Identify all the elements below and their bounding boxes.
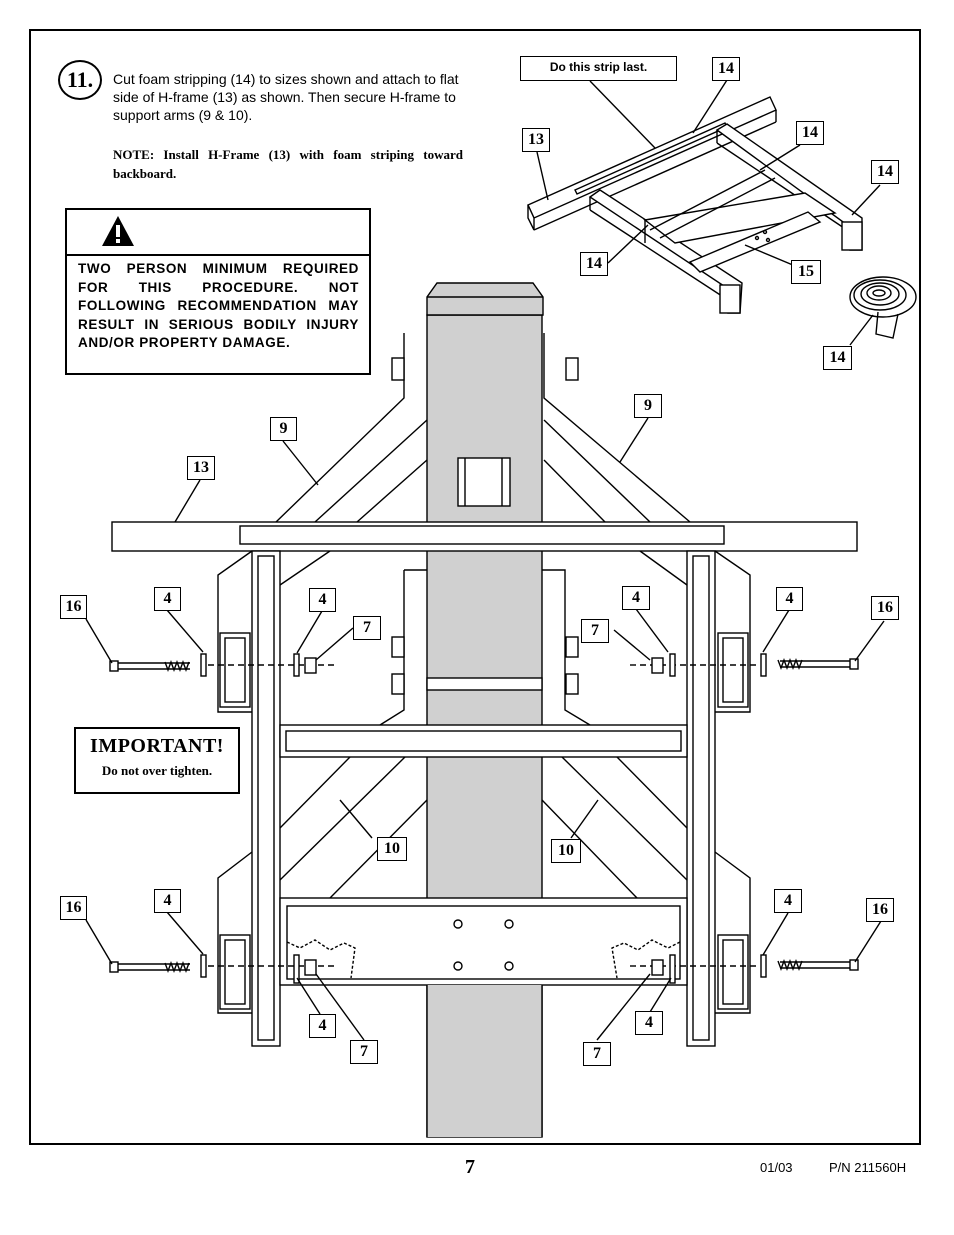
- h-frame-middle-bar: [279, 724, 688, 758]
- callout-4: 4: [622, 586, 650, 610]
- callout-4: 4: [154, 889, 181, 913]
- callout-4: 4: [154, 587, 181, 611]
- h-frame-left-leg: [251, 550, 281, 1047]
- foam-strip-top: [239, 525, 725, 545]
- callout-14: 14: [871, 160, 899, 184]
- step-instruction: Cut foam stripping (14) to sizes shown a…: [113, 71, 459, 123]
- callout-4: 4: [774, 889, 802, 913]
- part-number: P/N 211560H: [829, 1160, 907, 1175]
- callout-15: 15: [791, 260, 821, 284]
- callout-16: 16: [60, 896, 87, 920]
- warning-box: TWO PERSON MINIMUM REQUIRED FOR THIS PRO…: [65, 208, 371, 375]
- revision-date: 01/03: [760, 1160, 793, 1175]
- callout-7: 7: [581, 619, 609, 643]
- important-text: Do not over tighten.: [101, 763, 213, 778]
- h-frame-bottom-bar: [279, 897, 688, 986]
- page-number: 7: [465, 1156, 475, 1178]
- callout-4: 4: [635, 1011, 663, 1035]
- callout-9: 9: [634, 394, 662, 418]
- strip-note: Do this strip last.: [520, 56, 677, 81]
- page-border: [29, 29, 921, 1145]
- support-arm-9: [275, 333, 691, 523]
- callout-9: 9: [270, 417, 297, 441]
- callout-14: 14: [712, 57, 740, 81]
- warning-triangle-icon: [102, 216, 134, 246]
- step-number: 11.: [58, 60, 102, 100]
- step-note: NOTE: Install H-Frame (13) with foam str…: [113, 147, 463, 181]
- callout-7: 7: [353, 616, 381, 640]
- callout-14: 14: [580, 252, 608, 276]
- warning-text: TWO PERSON MINIMUM REQUIRED FOR THIS PRO…: [78, 261, 359, 351]
- important-box: IMPORTANT! Do not over tighten.: [74, 727, 240, 794]
- callout-13: 13: [187, 456, 215, 480]
- callout-16: 16: [866, 898, 894, 922]
- important-title: IMPORTANT!: [90, 735, 224, 757]
- callout-14: 14: [823, 346, 852, 370]
- warning-header: [67, 210, 369, 256]
- callout-10: 10: [377, 837, 407, 861]
- callout-13: 13: [522, 128, 550, 152]
- foam-roll-icon: [849, 276, 917, 346]
- callout-4: 4: [309, 588, 336, 612]
- h-frame-right-leg: [686, 550, 716, 1047]
- callout-16: 16: [60, 595, 87, 619]
- inset-h-frame: [527, 79, 881, 314]
- callout-4: 4: [776, 587, 803, 611]
- callout-10: 10: [551, 839, 581, 863]
- callout-16: 16: [871, 596, 899, 620]
- callout-14: 14: [796, 121, 824, 145]
- callout-7: 7: [350, 1040, 378, 1064]
- callout-4: 4: [309, 1014, 336, 1038]
- callout-7: 7: [583, 1042, 611, 1066]
